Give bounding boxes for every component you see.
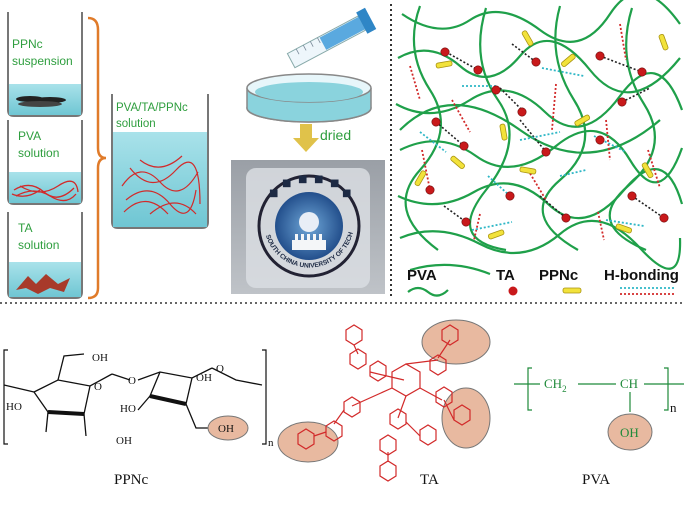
- pva-caption: PVA: [582, 472, 610, 488]
- beaker-ta-label: TA solution: [18, 221, 59, 252]
- beaker-mix-label: PVA/TA/PPNc solution: [116, 102, 191, 130]
- svg-text:n: n: [670, 400, 677, 415]
- pva-fibers: [11, 180, 79, 202]
- network: [395, 0, 684, 276]
- beaker-ppnc-label: PPNc suspension: [12, 37, 73, 68]
- legend-pva-swatch: [407, 286, 449, 297]
- merge-brace: [87, 16, 107, 300]
- svg-text:O: O: [216, 363, 224, 375]
- svg-text:n: n: [268, 437, 274, 449]
- ppnc-structure: OH HO OH O O HO OH O OH n PPNc: [3, 349, 274, 488]
- svg-text:■: ■: [282, 178, 291, 189]
- pva-structure: CH2 CH OH n PVA: [514, 367, 684, 488]
- legend-ppnc-swatch: [562, 287, 582, 294]
- ta-dots: [425, 47, 669, 227]
- ppnc-particles: [16, 96, 66, 107]
- svg-text:■: ■: [314, 174, 323, 185]
- svg-text:O: O: [94, 381, 102, 393]
- ta-caption: TA: [420, 472, 439, 488]
- dried-label: dried: [320, 127, 351, 143]
- svg-text:■: ■: [330, 178, 339, 189]
- beaker-pva: PVA solution: [7, 120, 83, 205]
- beaker-mix: PVA/TA/PPNc solution: [111, 94, 209, 229]
- legend-pva-label: PVA: [407, 267, 437, 284]
- beaker-pva-label: PVA solution: [18, 129, 59, 160]
- svg-text:■: ■: [342, 188, 351, 199]
- pipette: [286, 7, 377, 69]
- ta-structure: TA: [277, 319, 491, 488]
- ta-oh-highlight-right: [441, 387, 491, 449]
- network-legend: PVA TA PPNc H-bonding: [407, 267, 679, 297]
- pva-oh: OH: [620, 425, 639, 440]
- svg-text:HO: HO: [6, 401, 22, 413]
- pva-chains: [395, 0, 684, 276]
- svg-text:OH: OH: [92, 352, 108, 364]
- ta-particles: [16, 274, 70, 294]
- h-bond-red: [409, 23, 661, 241]
- legend-hbond-label: H-bonding: [604, 267, 679, 284]
- svg-text:■: ■: [269, 188, 278, 199]
- beaker-ppnc: PPNc suspension: [7, 12, 83, 117]
- pva-ch2: CH2: [544, 376, 567, 394]
- legend-ta-label: TA: [496, 267, 515, 284]
- legend-ppnc-label: PPNc: [539, 267, 578, 284]
- svg-text:■: ■: [298, 174, 307, 185]
- pva-ch: CH: [620, 376, 638, 391]
- ppnc-caption: PPNc: [114, 472, 149, 488]
- h-bond-black: [435, 43, 665, 223]
- beaker-ta: TA solution: [7, 212, 83, 299]
- ppnc-oh-highlight: [207, 415, 249, 441]
- mix-fibers: [121, 155, 201, 215]
- svg-text:O: O: [128, 375, 136, 387]
- svg-text:OH: OH: [218, 423, 234, 435]
- svg-text:OH: OH: [116, 435, 132, 447]
- pva-oh-highlight: [607, 413, 653, 451]
- ppnc-rods: [414, 30, 669, 240]
- svg-text:HO: HO: [120, 403, 136, 415]
- ta-oh-highlight-left: [277, 421, 339, 463]
- petri-dish: [246, 73, 372, 123]
- svg-text:OH: OH: [196, 372, 212, 384]
- dried-arrow: [293, 124, 319, 152]
- ta-oh-highlight-top: [421, 319, 491, 365]
- legend-ta-swatch: [508, 286, 518, 296]
